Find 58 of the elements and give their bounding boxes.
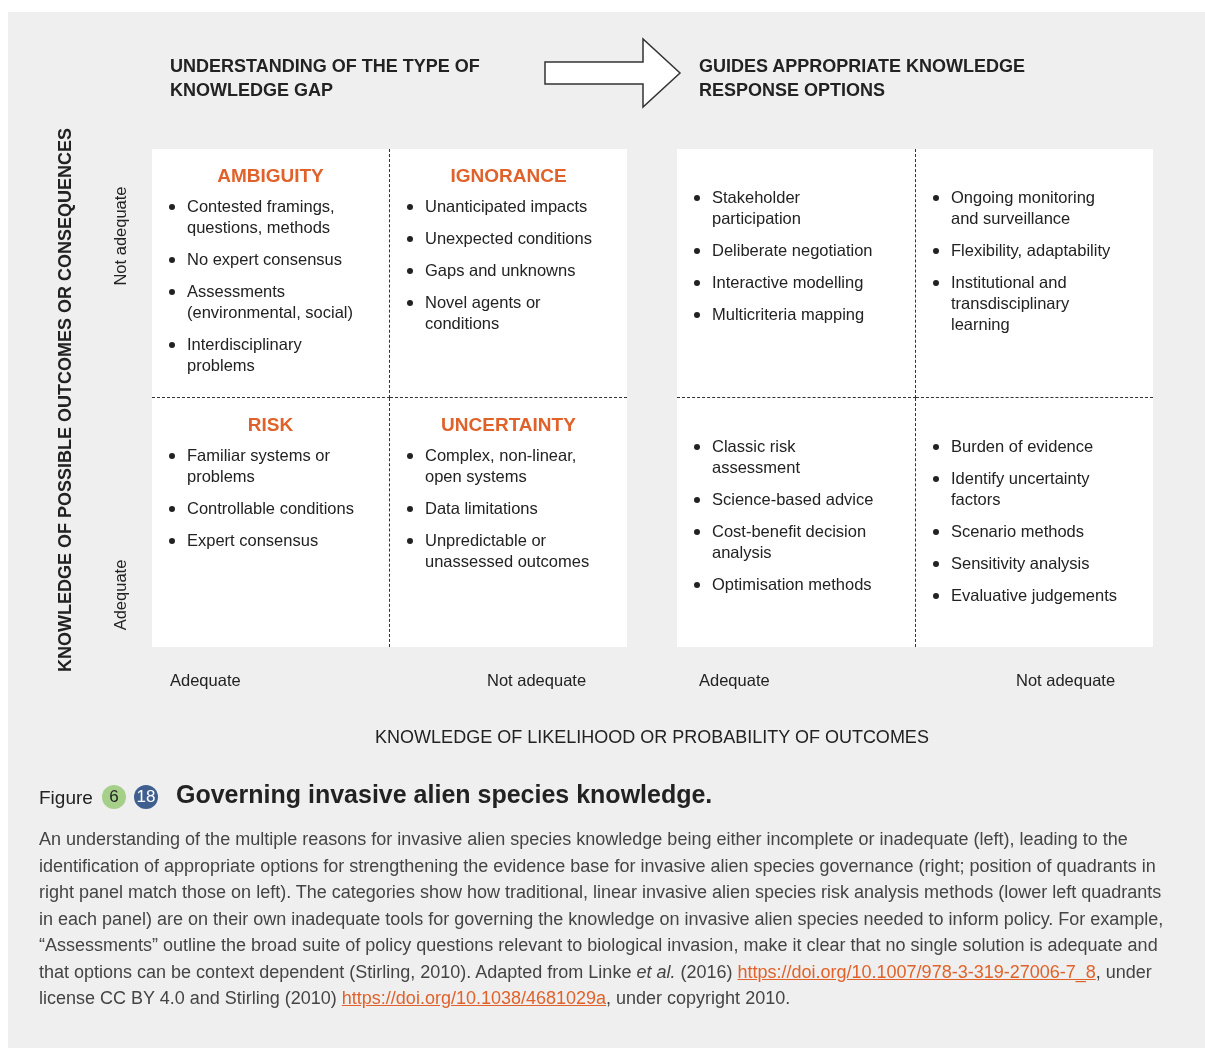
quadrant-panel <box>152 149 390 398</box>
caption-text: An understanding of the multiple reasons for invasive alien species knowledge being either incomplete or inadequate (left), leading to the identification of appropriate options for strengthening the evidence base for invasive alien species governance (right; position of quadrants in right panel match those on left). The categories show how traditional, linear invasive alien species risk analysis methods (lower left quadrants in each panel) are on their own inadequate tools for governing the knowledge on invasive alien species needed to inform policy. For example, “Assessments” outline the broad suite of policy questions relevant to biological invasion, make it clear that no single solution is adequate and that options can be context dependent (Stirling, 2010). Adapted from Linke et al. (2016) https://doi.org/10.1007/978-3-319-27006-7_8, under license CC BY 4.0 and Stirling (2010) https://doi.org/10.1038/4681029a, under copyright 2010. <box>39 828 1165 1010</box>
figure-title: Governing invasive alien species knowledge. <box>176 780 713 809</box>
bullet-item: Unanticipated impacts <box>425 196 589 217</box>
bullet-item: No expert consensus <box>187 249 343 270</box>
quadrant-heading: RISK <box>246 414 295 436</box>
bullet-item: Complex, non-linear, open systems <box>425 445 578 487</box>
block-arrow <box>544 37 682 109</box>
bullet-item: Assessments (environmental, social) <box>187 281 354 323</box>
bullet-item: Interactive modelling <box>712 272 865 293</box>
axis-title: KNOWLEDGE OF LIKELIHOOD OR PROBABILITY OF OUTCOMES <box>375 727 929 748</box>
heading-text: UNDERSTANDING OF THE TYPE OF KNOWLEDGE GAP <box>170 54 545 106</box>
doi-link: https://doi.org/10.1007/978-3-319-27006-7_8 <box>737 961 1096 982</box>
bullet-item: Cost-benefit decision analysis <box>712 521 868 563</box>
bullet-item: Optimisation methods <box>712 574 873 595</box>
bullet-item: Ongoing monitoring and surveillance <box>951 187 1096 229</box>
quadrant-panel <box>677 398 916 647</box>
bullet-item: Science-based advice <box>712 489 875 510</box>
axis-title: KNOWLEDGE OF POSSIBLE OUTCOMES OR CONSEQUENCES <box>54 128 76 672</box>
bullet-item: Contested framings, questions, methods <box>187 196 336 238</box>
axis-label: Adequate <box>110 559 130 631</box>
axis-label: Adequate <box>699 671 770 690</box>
axis-label: Adequate <box>170 671 241 690</box>
bullet-item: Interdisciplinary problems <box>187 334 303 376</box>
bullet-item: Stakeholder participation <box>712 187 802 229</box>
quadrant-panel <box>916 149 1153 398</box>
bullet-item: Sensitivity analysis <box>951 553 1091 574</box>
bullet-item: Unpredictable or unassessed outcomes <box>425 530 591 572</box>
axis-label: Not adequate <box>487 671 587 690</box>
bullet-item: Novel agents or conditions <box>425 292 542 334</box>
axis-label: Not adequate <box>110 186 130 286</box>
bullet-item: Multicriteria mapping <box>712 304 866 325</box>
quadrant-panel <box>152 398 390 647</box>
bullet-item: Evaluative judgements <box>951 585 1118 606</box>
doi-link: https://doi.org/10.1038/4681029a <box>341 988 607 1008</box>
axis-label: Not adequate <box>1016 671 1116 690</box>
bullet-item: Deliberate negotiation <box>712 240 874 261</box>
bullet-item: Controllable conditions <box>187 498 355 519</box>
bullet-item: Gaps and unknowns <box>425 260 577 281</box>
bullet-item: Identify uncertainty factors <box>951 468 1091 510</box>
bullet-item: Classic risk assessment <box>712 436 802 478</box>
bullet-item: Familiar systems or problems <box>187 445 331 487</box>
heading-text: GUIDES APPROPRIATE KNOWLEDGE RESPONSE OPTIONS <box>680 54 1100 106</box>
bullet-item: Scenario methods <box>951 521 1085 542</box>
bullet-item: Data limitations <box>425 498 539 519</box>
quadrant-panel <box>916 398 1153 647</box>
quadrant-heading: IGNORANCE <box>449 165 568 187</box>
quadrant-panel <box>390 149 627 398</box>
bullet-item: Institutional and transdisciplinary learning <box>951 272 1071 335</box>
bullet-item: Burden of evidence <box>951 436 1095 457</box>
quadrant-heading: UNCERTAINTY <box>440 414 577 436</box>
quadrant-heading: AMBIGUITY <box>216 165 325 187</box>
figure-label: Figure <box>39 787 93 809</box>
bullet-item: Expert consensus <box>187 530 320 551</box>
quadrant-panel <box>677 149 916 398</box>
bullet-item: Unexpected conditions <box>425 228 593 249</box>
quadrant-panel <box>390 398 627 647</box>
bullet-item: Flexibility, adaptability <box>951 240 1112 261</box>
